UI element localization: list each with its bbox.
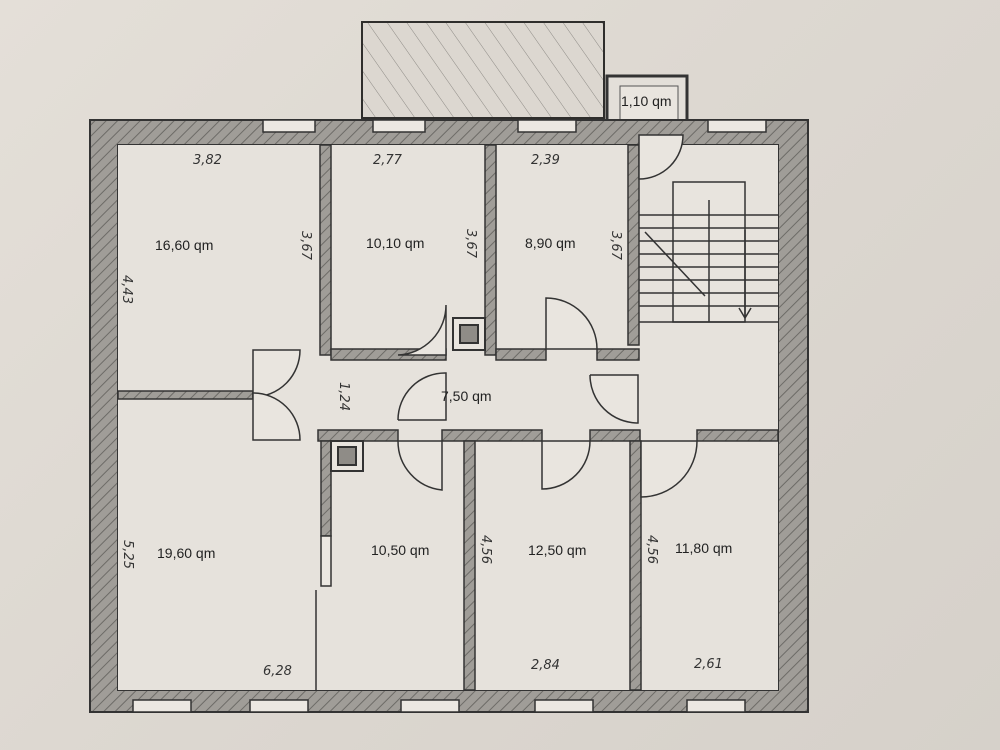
dim-d-depth: 5,25 (119, 540, 135, 569)
staircase (639, 181, 778, 323)
dim-d-width: 6,28 (263, 664, 292, 679)
room-f-area-label: 12,50 qm (528, 542, 587, 558)
dim-b-width: 2,77 (373, 153, 402, 168)
windows (132, 119, 767, 713)
room-c-area-label: 8,90 qm (525, 235, 576, 251)
room-d-area-label: 19,60 qm (157, 545, 216, 561)
room-a-area-label: 16,60 qm (155, 237, 214, 253)
room-e-area-label: 10,50 qm (371, 542, 430, 558)
hall-area-label: 7,50 qm (441, 388, 492, 404)
door-swings (252, 134, 698, 498)
dim-b-height: 3,67 (462, 229, 478, 258)
interior-walls (117, 144, 779, 691)
thin-partitions (315, 535, 332, 690)
chimneys (330, 317, 486, 472)
floor-area (118, 145, 778, 690)
annex-area-label: 1,10 qm (621, 93, 672, 109)
dim-a-depth: 4,43 (118, 275, 134, 304)
dim-a-width: 3,82 (193, 153, 222, 168)
room-b-area-label: 10,10 qm (366, 235, 425, 251)
balcony (361, 21, 605, 119)
dim-g-depth: 4,56 (643, 535, 659, 564)
dim-f-width: 2,84 (531, 658, 560, 673)
dim-c-height: 3,67 (607, 231, 623, 260)
dim-g-width: 2,61 (694, 657, 723, 672)
dim-c-width: 2,39 (531, 153, 560, 168)
room-g-area-label: 11,80 qm (675, 540, 733, 556)
dim-hall-width: 1,24 (335, 382, 351, 411)
dim-a-height: 3,67 (297, 231, 313, 260)
dim-f-depth: 4,56 (477, 535, 493, 564)
